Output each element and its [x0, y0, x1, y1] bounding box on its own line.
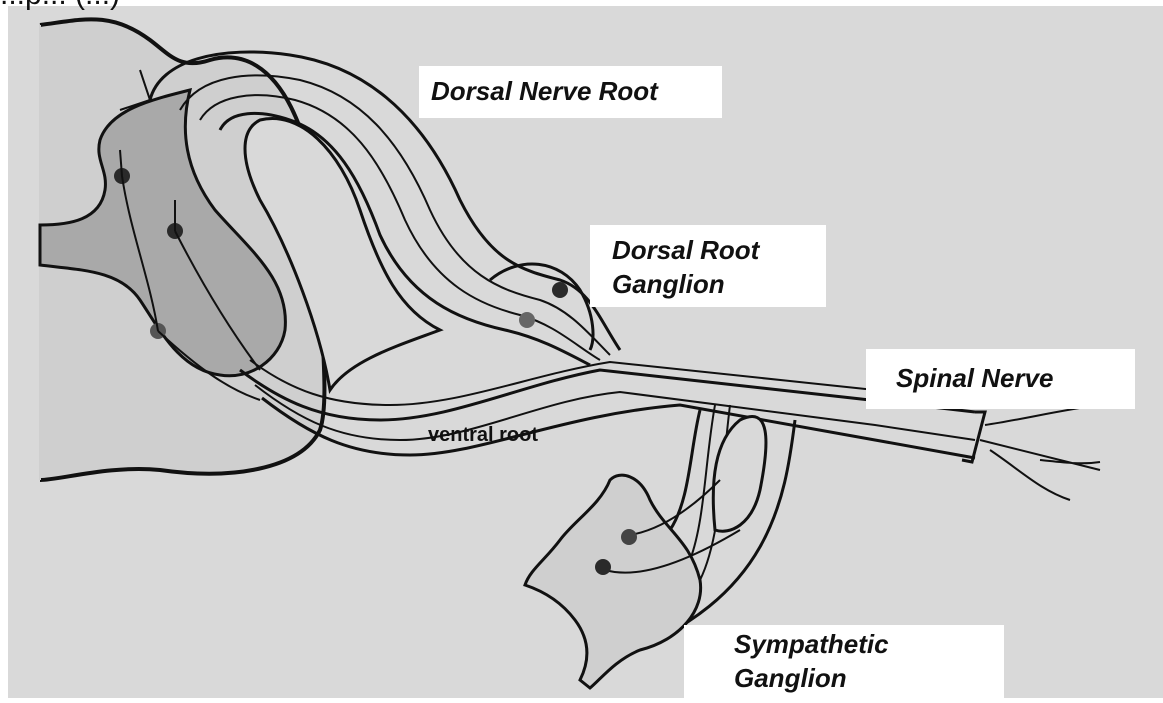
label-spinal-nerve: Spinal Nerve	[866, 349, 1135, 407]
label-sympathetic-ganglion-line1: Sympathetic	[684, 625, 1004, 661]
label-ventral-root: ventral root	[428, 424, 538, 447]
label-dorsal-root-ganglion-line2: Ganglion	[590, 267, 826, 301]
label-dorsal-root-ganglion-line1: Dorsal Root	[590, 225, 826, 267]
label-dorsal-nerve-root: Dorsal Nerve Root	[419, 66, 722, 116]
label-spinal-nerve-box: Spinal Nerve	[866, 349, 1135, 409]
label-dorsal-root-ganglion-box: Dorsal Root Ganglion	[590, 225, 826, 307]
neuron-dot-5	[519, 312, 535, 328]
label-dorsal-nerve-root-box: Dorsal Nerve Root	[419, 66, 722, 118]
label-sympathetic-ganglion-line2: Ganglion	[684, 661, 1004, 695]
top-caption: ...p... (...)	[0, 0, 120, 12]
neuron-dot-6	[621, 529, 637, 545]
neuron-dot-7	[595, 559, 611, 575]
label-sympathetic-ganglion-box: Sympathetic Ganglion	[684, 625, 1004, 698]
neuron-dot-4	[552, 282, 568, 298]
